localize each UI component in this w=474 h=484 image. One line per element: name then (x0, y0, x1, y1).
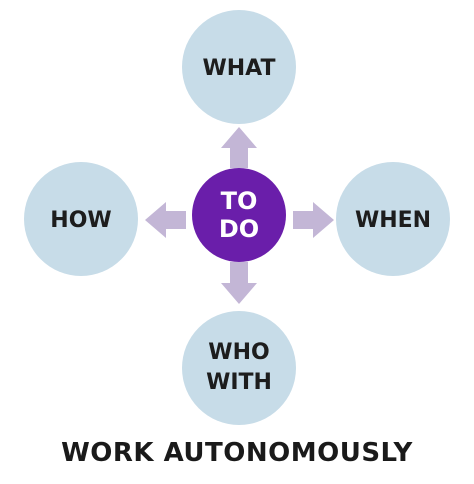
node-who-with-label-line1: WHO (208, 340, 269, 365)
node-what-label: WHAT (202, 56, 275, 81)
node-how: HOW (24, 162, 138, 276)
node-who-with-label-line2: WITH (206, 370, 272, 395)
node-to-do-label-line1: TO (221, 187, 258, 215)
node-when-circle (336, 162, 450, 276)
node-who-with: WHO WITH (182, 311, 296, 425)
arrows (145, 127, 334, 304)
node-what: WHAT (182, 10, 296, 124)
node-to-do: TO DO (192, 168, 286, 262)
arrow-up (221, 127, 257, 168)
node-to-do-circle (192, 168, 286, 262)
node-when-label: WHEN (355, 208, 431, 233)
node-how-label: HOW (50, 208, 111, 233)
node-what-circle (182, 10, 296, 124)
node-who-with-circle (182, 311, 296, 425)
node-how-circle (24, 162, 138, 276)
arrow-left (145, 202, 186, 238)
node-when: WHEN (336, 162, 450, 276)
arrow-right (293, 202, 334, 238)
arrow-down (221, 262, 257, 304)
node-to-do-label-line2: DO (219, 215, 259, 243)
diagram-caption: WORK AUTONOMOUSLY (61, 438, 413, 468)
